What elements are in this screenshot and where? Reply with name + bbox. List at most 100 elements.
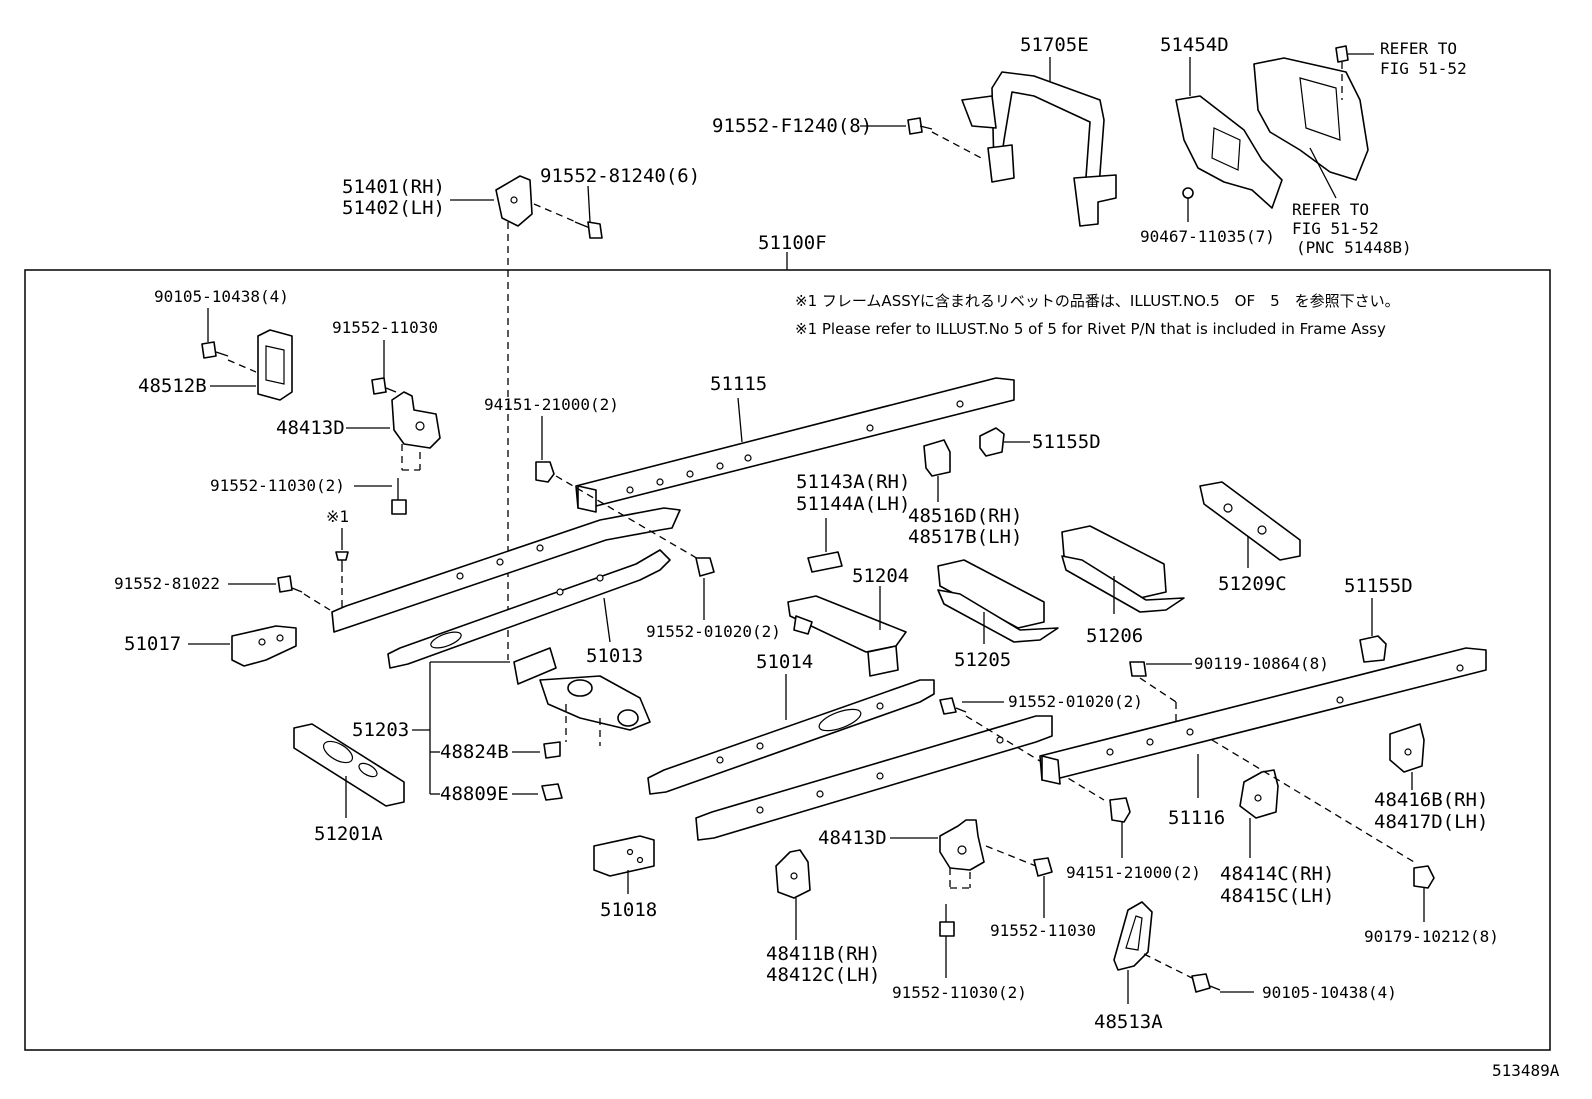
part-51017-drawing bbox=[231, 625, 297, 667]
part-51014-lower-rail-drawing bbox=[695, 715, 1053, 841]
part-51143A-drawing bbox=[807, 551, 843, 573]
bolt-91552-11030-right-lower-drawing bbox=[939, 904, 955, 937]
label-51705E: 51705E bbox=[1020, 34, 1089, 56]
label-51014: 51014 bbox=[756, 651, 813, 673]
bolt-91552-11030-left-top-drawing bbox=[371, 377, 397, 395]
label-90105-10438-left: 90105-10438(4) bbox=[154, 287, 289, 306]
bolt-91552-81240-drawing bbox=[574, 221, 603, 239]
label-51018: 51018 bbox=[600, 899, 657, 921]
bolt-91552-81022-drawing bbox=[277, 575, 303, 593]
bolt-91552-01020-right-drawing bbox=[939, 697, 967, 715]
rivet-icon bbox=[335, 551, 349, 572]
ref-top-line2: FIG 51-52 bbox=[1380, 59, 1467, 78]
bolt-90105-right-drawing bbox=[1191, 973, 1221, 993]
label-90179-10212: 90179-10212(8) bbox=[1364, 927, 1499, 946]
part-51204-drawing bbox=[787, 595, 907, 677]
part-51705E-drawing bbox=[961, 71, 1117, 227]
label-51115: 51115 bbox=[710, 373, 767, 395]
bolt-90105-left-drawing bbox=[201, 341, 229, 359]
label-48415C: 48415C(LH) bbox=[1220, 885, 1334, 907]
label-51144A: 51144A(LH) bbox=[796, 493, 910, 515]
bolt-91552-11030-left-lower-drawing bbox=[391, 478, 407, 515]
part-51155D-right-drawing bbox=[1359, 635, 1387, 663]
part-51454D-drawing bbox=[1175, 95, 1283, 209]
part-51115-rail-drawing bbox=[575, 377, 1015, 513]
label-51204: 51204 bbox=[852, 565, 909, 587]
nut-90179-drawing bbox=[1413, 865, 1435, 889]
label-48417D: 48417D(LH) bbox=[1374, 811, 1488, 833]
bolt-91552-11030-right-drawing bbox=[1033, 857, 1053, 877]
label-91552-81022: 91552-81022 bbox=[114, 574, 220, 593]
label-91552-01020-left: 91552-01020(2) bbox=[646, 622, 781, 641]
label-51116: 51116 bbox=[1168, 807, 1225, 829]
label-48516D: 48516D(RH) bbox=[908, 505, 1022, 527]
label-48412C: 48412C(LH) bbox=[766, 964, 880, 986]
label-48513A: 48513A bbox=[1094, 1011, 1163, 1033]
part-51203-drawing bbox=[513, 647, 651, 731]
label-51205: 51205 bbox=[954, 649, 1011, 671]
part-48413D-left-drawing bbox=[391, 391, 441, 449]
label-91552-11030-right: 91552-11030 bbox=[990, 921, 1096, 940]
part-51018-drawing bbox=[593, 835, 655, 877]
part-51205-drawing bbox=[937, 559, 1059, 643]
label-51155D-right: 51155D bbox=[1344, 575, 1413, 597]
label-90467-11035: 90467-11035(7) bbox=[1140, 227, 1275, 246]
label-48411B: 48411B(RH) bbox=[766, 943, 880, 965]
label-48512B: 48512B bbox=[138, 375, 207, 397]
label-51143A: 51143A(RH) bbox=[796, 471, 910, 493]
part-51201A-drawing bbox=[293, 723, 405, 807]
label-91552-01020-right: 91552-01020(2) bbox=[1008, 692, 1143, 711]
label-94151-21000-right: 94151-21000(2) bbox=[1066, 863, 1201, 882]
label-48413D-right: 48413D bbox=[818, 827, 887, 849]
part-51206-drawing bbox=[1061, 525, 1185, 613]
part-51014-rail-drawing bbox=[647, 679, 935, 795]
ref-side-line3: (PNC 51448B) bbox=[1296, 238, 1412, 257]
label-51401: 51401(RH) bbox=[342, 176, 445, 198]
ref-top-line1: REFER TO bbox=[1380, 39, 1457, 58]
label-51203: 51203 bbox=[352, 719, 409, 741]
part-48516D-drawing bbox=[923, 439, 951, 477]
bolt-91552-F1240-drawing bbox=[907, 117, 933, 135]
ref-side-line2: FIG 51-52 bbox=[1292, 219, 1379, 238]
label-51206: 51206 bbox=[1086, 625, 1143, 647]
part-51116-rail-drawing bbox=[1039, 647, 1487, 785]
part-51401-drawing bbox=[495, 175, 533, 227]
part-48809E-drawing bbox=[541, 783, 563, 801]
ref-side-line1: REFER TO bbox=[1292, 200, 1369, 219]
bolt-91552-01020-left-drawing bbox=[695, 557, 715, 577]
clip-90467-icon bbox=[1182, 187, 1194, 199]
bolt-90119-10864-drawing bbox=[1129, 661, 1147, 677]
label-51013: 51013 bbox=[586, 645, 643, 667]
part-48416B-drawing bbox=[1389, 723, 1425, 773]
label-48517B: 48517B(LH) bbox=[908, 526, 1022, 548]
part-48512B-drawing bbox=[257, 329, 293, 401]
label-51017: 51017 bbox=[124, 633, 181, 655]
label-51201A: 51201A bbox=[314, 823, 383, 845]
label-91552-F1240: 91552-F1240(8) bbox=[712, 115, 872, 137]
diagram-id: 513489A bbox=[1492, 1061, 1560, 1080]
part-48411B-drawing bbox=[775, 849, 811, 899]
part-48413D-right-drawing bbox=[939, 819, 985, 871]
label-48824B: 48824B bbox=[440, 741, 509, 763]
label-48809E: 48809E bbox=[440, 783, 509, 805]
nut-94151-left-drawing bbox=[535, 461, 555, 483]
part-48414C-drawing bbox=[1239, 769, 1279, 819]
label-48414C: 48414C(RH) bbox=[1220, 863, 1334, 885]
part-51013-front-rail-drawing bbox=[331, 507, 681, 669]
part-51155D-top-drawing bbox=[979, 427, 1005, 457]
label-51209C: 51209C bbox=[1218, 573, 1287, 595]
label-91552-11030-left-top: 91552-11030 bbox=[332, 318, 438, 337]
part-51209C-drawing bbox=[1199, 481, 1301, 561]
label-91552-11030-2-left: 91552-11030(2) bbox=[210, 476, 345, 495]
label-51454D: 51454D bbox=[1160, 34, 1229, 56]
note-english: ※1 Please refer to ILLUST.No 5 of 5 for … bbox=[795, 320, 1386, 338]
frame-assembly-label: 51100F bbox=[758, 232, 827, 254]
label-51402: 51402(LH) bbox=[342, 197, 445, 219]
label-90119-10864: 90119-10864(8) bbox=[1194, 654, 1329, 673]
rivet-mark-label: ※1 bbox=[326, 507, 349, 526]
label-48413D-left: 48413D bbox=[276, 417, 345, 439]
part-48513A-drawing bbox=[1113, 901, 1153, 971]
part-51448B-ref-drawing bbox=[1253, 45, 1369, 181]
label-90105-10438-right: 90105-10438(4) bbox=[1262, 983, 1397, 1002]
